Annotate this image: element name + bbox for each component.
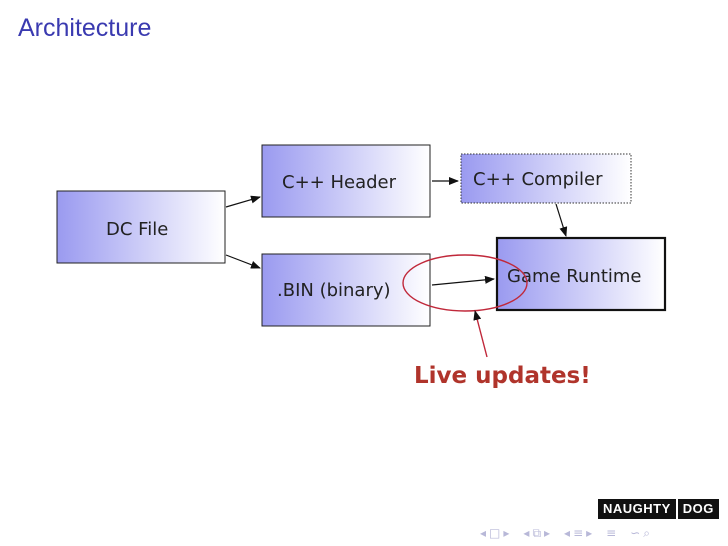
nav-first-icon[interactable]: ◂ <box>480 526 487 540</box>
node-cpp-header-label: C++ Header <box>282 172 397 193</box>
naughty-dog-logo: NAUGHTY DOG <box>598 497 719 521</box>
node-game-runtime: Game Runtime <box>495 236 667 312</box>
nav-forward-icon[interactable]: ▸ <box>586 526 593 540</box>
nav-search-icon[interactable]: ∽ <box>630 526 641 540</box>
arrow-bin-to-runtime <box>431 275 495 286</box>
live-update-highlight-ellipse <box>402 254 528 312</box>
callout-pointer-arrow <box>473 310 488 358</box>
node-dc-file: DC File <box>56 190 226 264</box>
nav-align-icon[interactable]: ≡ <box>573 526 584 540</box>
arrow-dcfile-to-header <box>225 195 261 208</box>
logo-word-right: DOG <box>677 499 719 519</box>
nav-zoom-icon[interactable]: ⌕ <box>643 525 651 540</box>
live-updates-callout: Live updates! <box>414 363 591 389</box>
node-dc-file-label: DC File <box>106 219 168 240</box>
node-bin-label: .BIN (binary) <box>277 280 391 301</box>
node-cpp-compiler-label: C++ Compiler <box>473 169 603 190</box>
beamer-navigation-bar: ◂ □ ▸ ◂ ⧉ ▸ ◂ ≡ ▸ ≡ ∽ ⌕ <box>480 524 724 542</box>
node-cpp-compiler: C++ Compiler <box>460 153 632 204</box>
arrow-compiler-to-runtime <box>555 203 568 237</box>
slide-title: Architecture <box>18 14 152 42</box>
arrow-dcfile-to-bin <box>225 254 261 269</box>
node-cpp-header: C++ Header <box>261 144 431 218</box>
nav-section-icon[interactable]: ◂ <box>523 526 530 540</box>
nav-subsection-icon[interactable]: ⧉ <box>532 525 542 540</box>
logo-word-left: NAUGHTY <box>598 499 676 519</box>
nav-next-icon[interactable]: ▸ <box>544 526 551 540</box>
nav-frame-icon[interactable]: □ <box>489 526 501 540</box>
node-bin: .BIN (binary) <box>261 253 431 327</box>
nav-back-icon[interactable]: ◂ <box>564 526 571 540</box>
nav-prev-icon[interactable]: ▸ <box>503 526 510 540</box>
nav-menu-icon[interactable]: ≡ <box>606 526 617 540</box>
node-game-runtime-label: Game Runtime <box>507 266 642 287</box>
